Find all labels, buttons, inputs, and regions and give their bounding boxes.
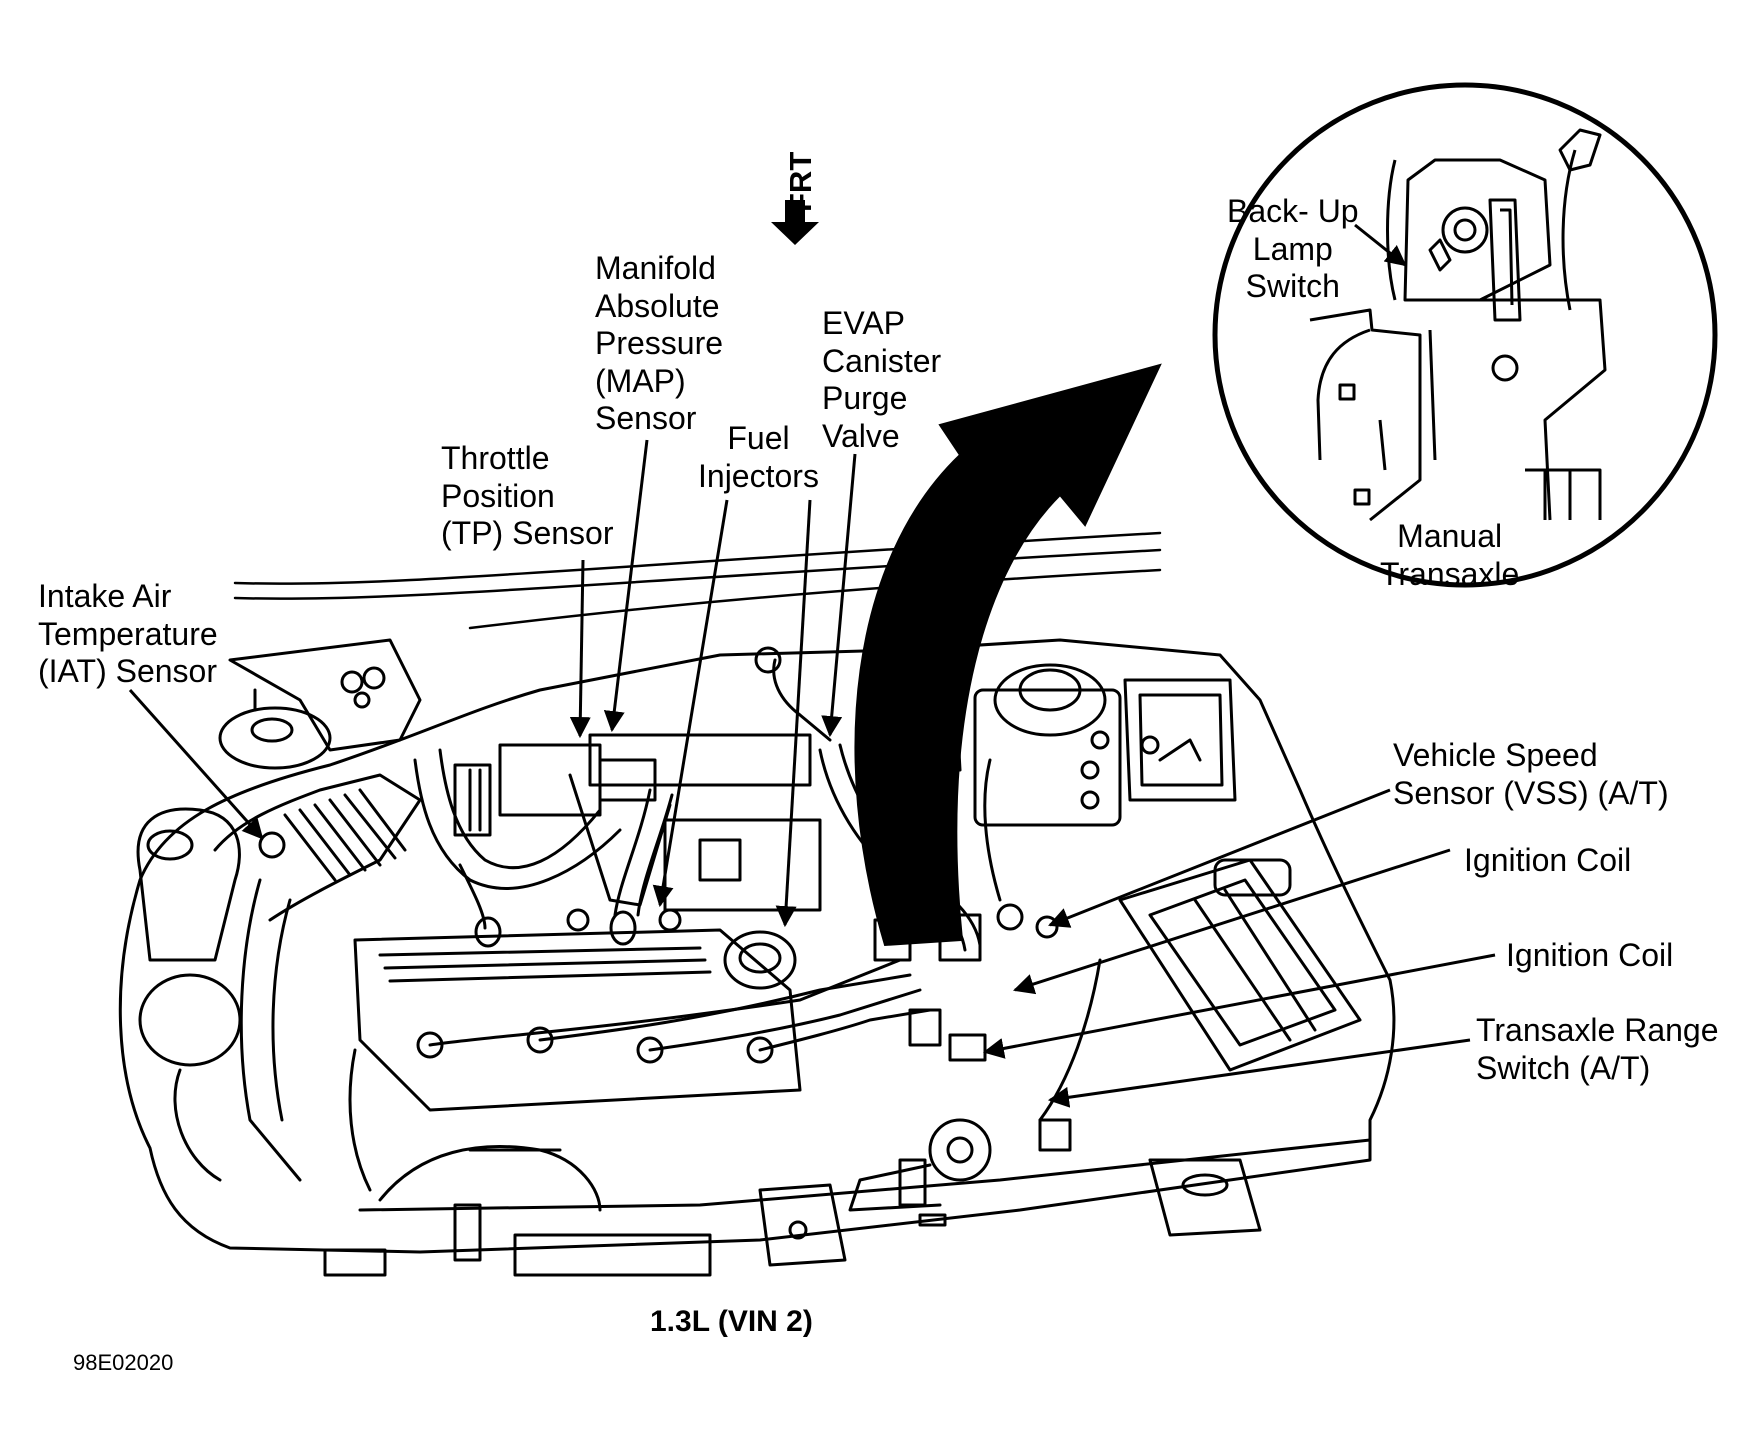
label-tp-sensor: Throttle Position (TP) Sensor [441,440,614,551]
front-direction-label: FRT [783,151,818,212]
leader-ignition-coil-2 [982,953,1496,1059]
inset-callout-arrow [854,363,1162,947]
battery-tray [1038,858,1362,1122]
leader-lines [128,223,1496,1108]
label-ignition-coil-2: Ignition Coil [1506,937,1674,973]
front-direction-arrow [771,200,819,245]
strut-tower [218,638,422,770]
intake-manifold [453,733,822,932]
figure-caption: 1.3L (VIN 2) [650,1305,813,1338]
valve-cover [353,928,932,1112]
label-evap-canister-purge-valve: EVAP Canister Purge Valve [822,305,942,454]
leader-iat-sensor [128,689,264,840]
hood-lines [233,531,1162,630]
air-intake-duct [213,773,422,1182]
upper-hoses [413,748,674,948]
brake-master-cylinder [973,663,1237,827]
coolant-reservoir [136,807,242,1182]
label-backup-lamp-switch: Back- Up Lamp Switch [1227,193,1359,304]
leader-fuel-injector-b [775,499,812,928]
manual-transaxle-inset [1212,82,1718,588]
leader-map-sensor [603,439,649,733]
figure-id: 98E02020 [73,1350,174,1375]
leader-tp-sensor [569,559,591,739]
label-ignition-coil-1: Ignition Coil [1464,842,1632,878]
leader-fuel-injector-a [652,499,729,908]
leader-evap-valve [821,453,857,738]
label-vss: Vehicle Speed Sensor (VSS) (A/T) [1393,737,1669,811]
lower-wiring [323,1048,712,1277]
leader-ignition-coil-1 [1013,848,1451,995]
label-iat-sensor: Intake Air Temperature (IAT) Sensor [38,578,218,689]
leader-vss [1048,788,1391,928]
label-map-sensor: Manifold Absolute Pressure (MAP) Sensor [595,250,724,436]
leader-backup-lamp-switch [1354,223,1407,267]
label-manual-transaxle: Manual Transaxle [1380,518,1520,592]
label-fuel-injectors: Fuel Injectors [698,420,819,494]
leader-transaxle-range-switch [1047,1038,1471,1108]
engine-bay-drawing [118,531,1396,1277]
label-transaxle-range-switch: Transaxle Range Switch (A/T) [1476,1012,1719,1086]
